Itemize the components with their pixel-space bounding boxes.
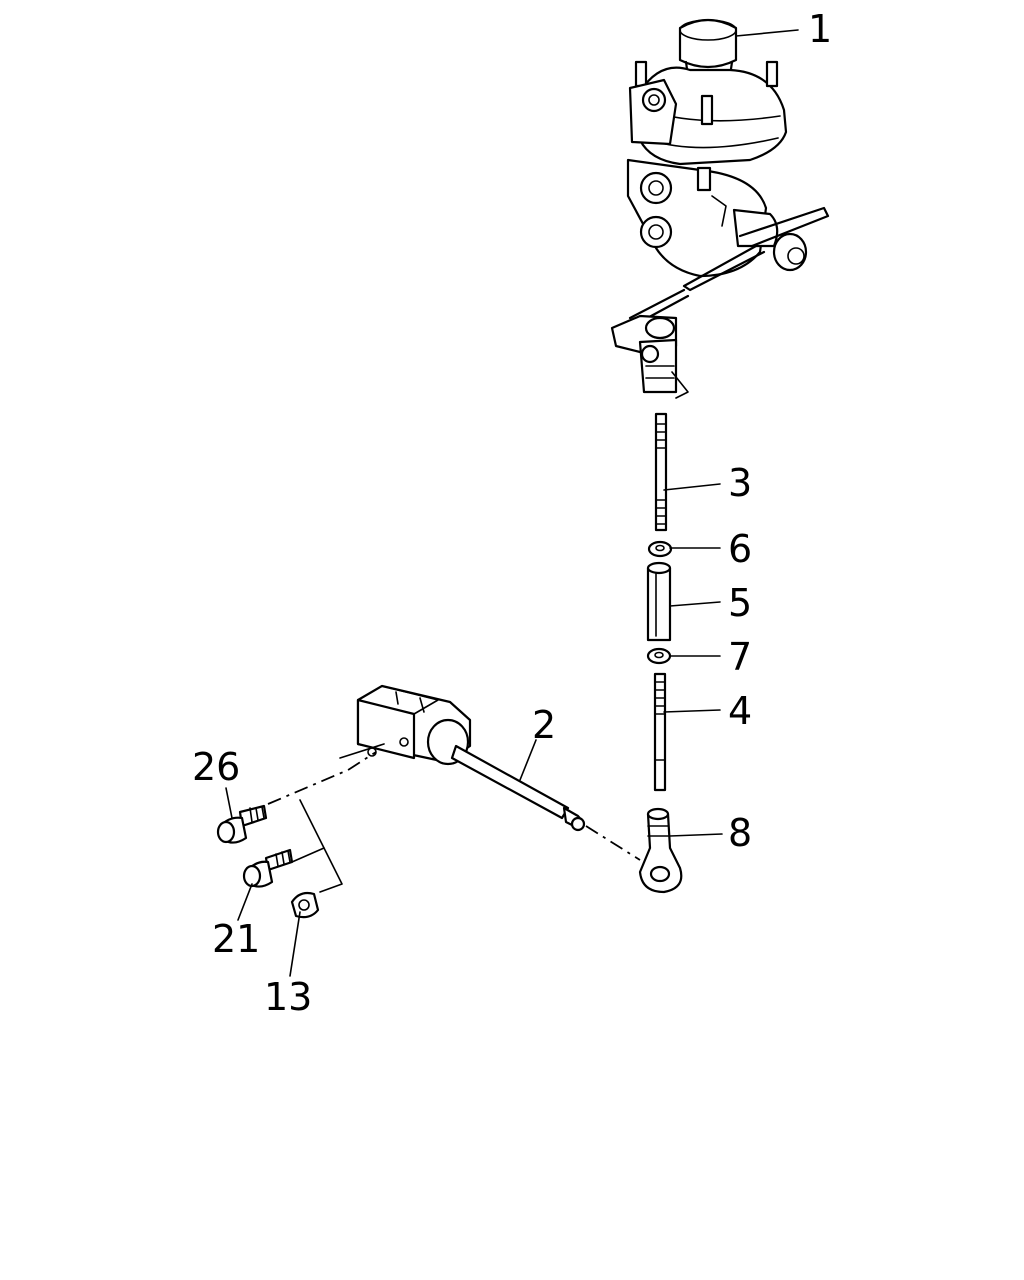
leader-lines (225, 29, 799, 977)
label-part-8: 8 (728, 811, 752, 855)
label-part-2: 2 (532, 703, 556, 747)
rod-upper-drawing (654, 412, 668, 532)
label-part-21: 21 (212, 917, 260, 961)
valve-drawing (626, 18, 830, 324)
label-part-4: 4 (728, 689, 752, 733)
assembly-lines (267, 743, 641, 893)
arm-assembly-drawing (356, 684, 586, 832)
nut-upper-drawing (647, 540, 673, 558)
label-part-1: 1 (808, 7, 832, 51)
bolt-upper-drawing (216, 804, 268, 844)
label-part-13: 13 (264, 975, 312, 1019)
flange-nut-drawing (290, 891, 320, 919)
sleeve-drawing (646, 561, 672, 642)
label-part-7: 7 (728, 635, 752, 679)
nut-lower-drawing (646, 647, 672, 665)
bolt-lower-drawing (242, 848, 294, 888)
part-labels: 1 2 3 4 5 6 7 8 13 21 26 (192, 7, 832, 1019)
label-part-5: 5 (728, 581, 752, 625)
rod-lower-drawing (653, 672, 667, 792)
valve-lever-drawing (610, 314, 689, 399)
label-part-3: 3 (728, 461, 752, 505)
rod-end-drawing (638, 807, 683, 894)
label-part-26: 26 (192, 745, 240, 789)
label-part-6: 6 (728, 527, 752, 571)
